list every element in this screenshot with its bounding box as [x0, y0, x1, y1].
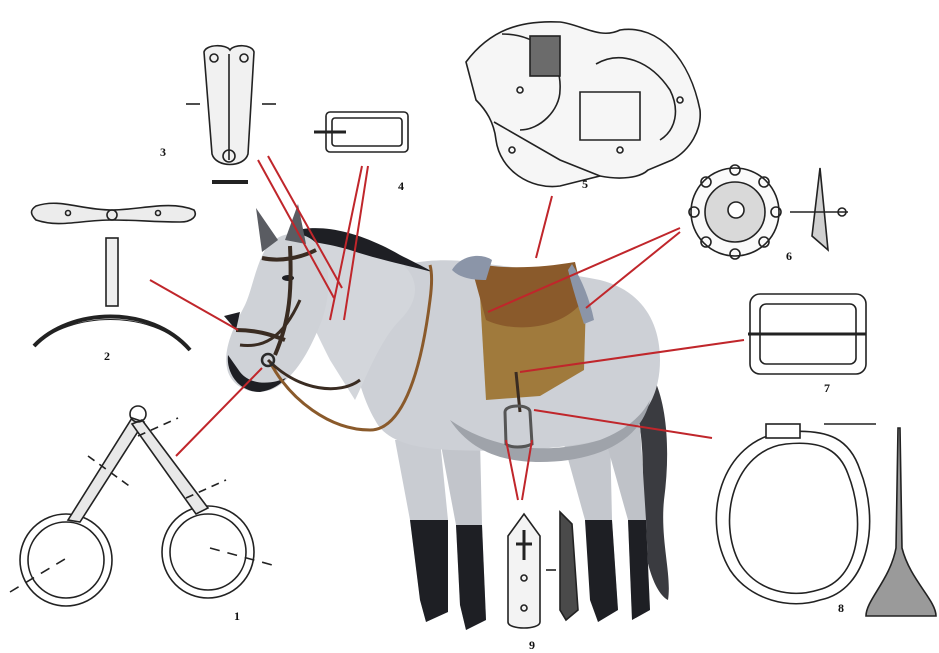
- label-5: 5: [582, 177, 588, 191]
- label-8: 8: [838, 601, 844, 615]
- pointer-bit: [175, 367, 263, 457]
- pointer-saddle-plate-a: [487, 227, 681, 313]
- artifact-4-bridle-buckle-drawing: [314, 111, 409, 153]
- label-9: 9: [529, 638, 535, 652]
- pointer-saddle-plate-b: [585, 231, 681, 309]
- pointer-strap-tip-b: [267, 155, 343, 289]
- pointer-lines: [149, 155, 745, 501]
- artifact-7-girth-buckle-drawing: [748, 293, 867, 375]
- pointer-strap-fitting-a: [505, 439, 519, 501]
- label-4: 4: [398, 179, 404, 193]
- pointer-saddle: [535, 195, 553, 259]
- label-3: 3: [160, 145, 166, 159]
- pointer-bridle-buckle-b: [343, 165, 369, 321]
- pointer-strap-tip-a: [257, 159, 335, 299]
- artifact-5-saddle-drawing: [465, 20, 701, 188]
- artifact-8-stirrup-drawing: [715, 423, 937, 617]
- pointer-cheek-piece: [149, 279, 239, 331]
- label-2: 2: [104, 349, 110, 363]
- artifact-2-cheek-piece-drawing: [30, 202, 196, 352]
- pointer-girth-buckle: [519, 339, 745, 373]
- artifact-9-strap-fitting-drawing: [507, 510, 579, 629]
- artifact-1-bit-drawing: [9, 405, 277, 607]
- label-1: 1: [234, 609, 240, 623]
- artifact-6-saddle-plate-drawing: [688, 164, 848, 260]
- horse-illustration: [224, 204, 669, 630]
- pointer-bridle-buckle-a: [329, 165, 363, 321]
- label-7: 7: [824, 381, 830, 395]
- artifact-3-strap-tip-drawing: [186, 44, 276, 184]
- pointer-strap-fitting-b: [521, 439, 533, 501]
- pointer-stirrup: [533, 409, 713, 439]
- label-6: 6: [786, 249, 792, 263]
